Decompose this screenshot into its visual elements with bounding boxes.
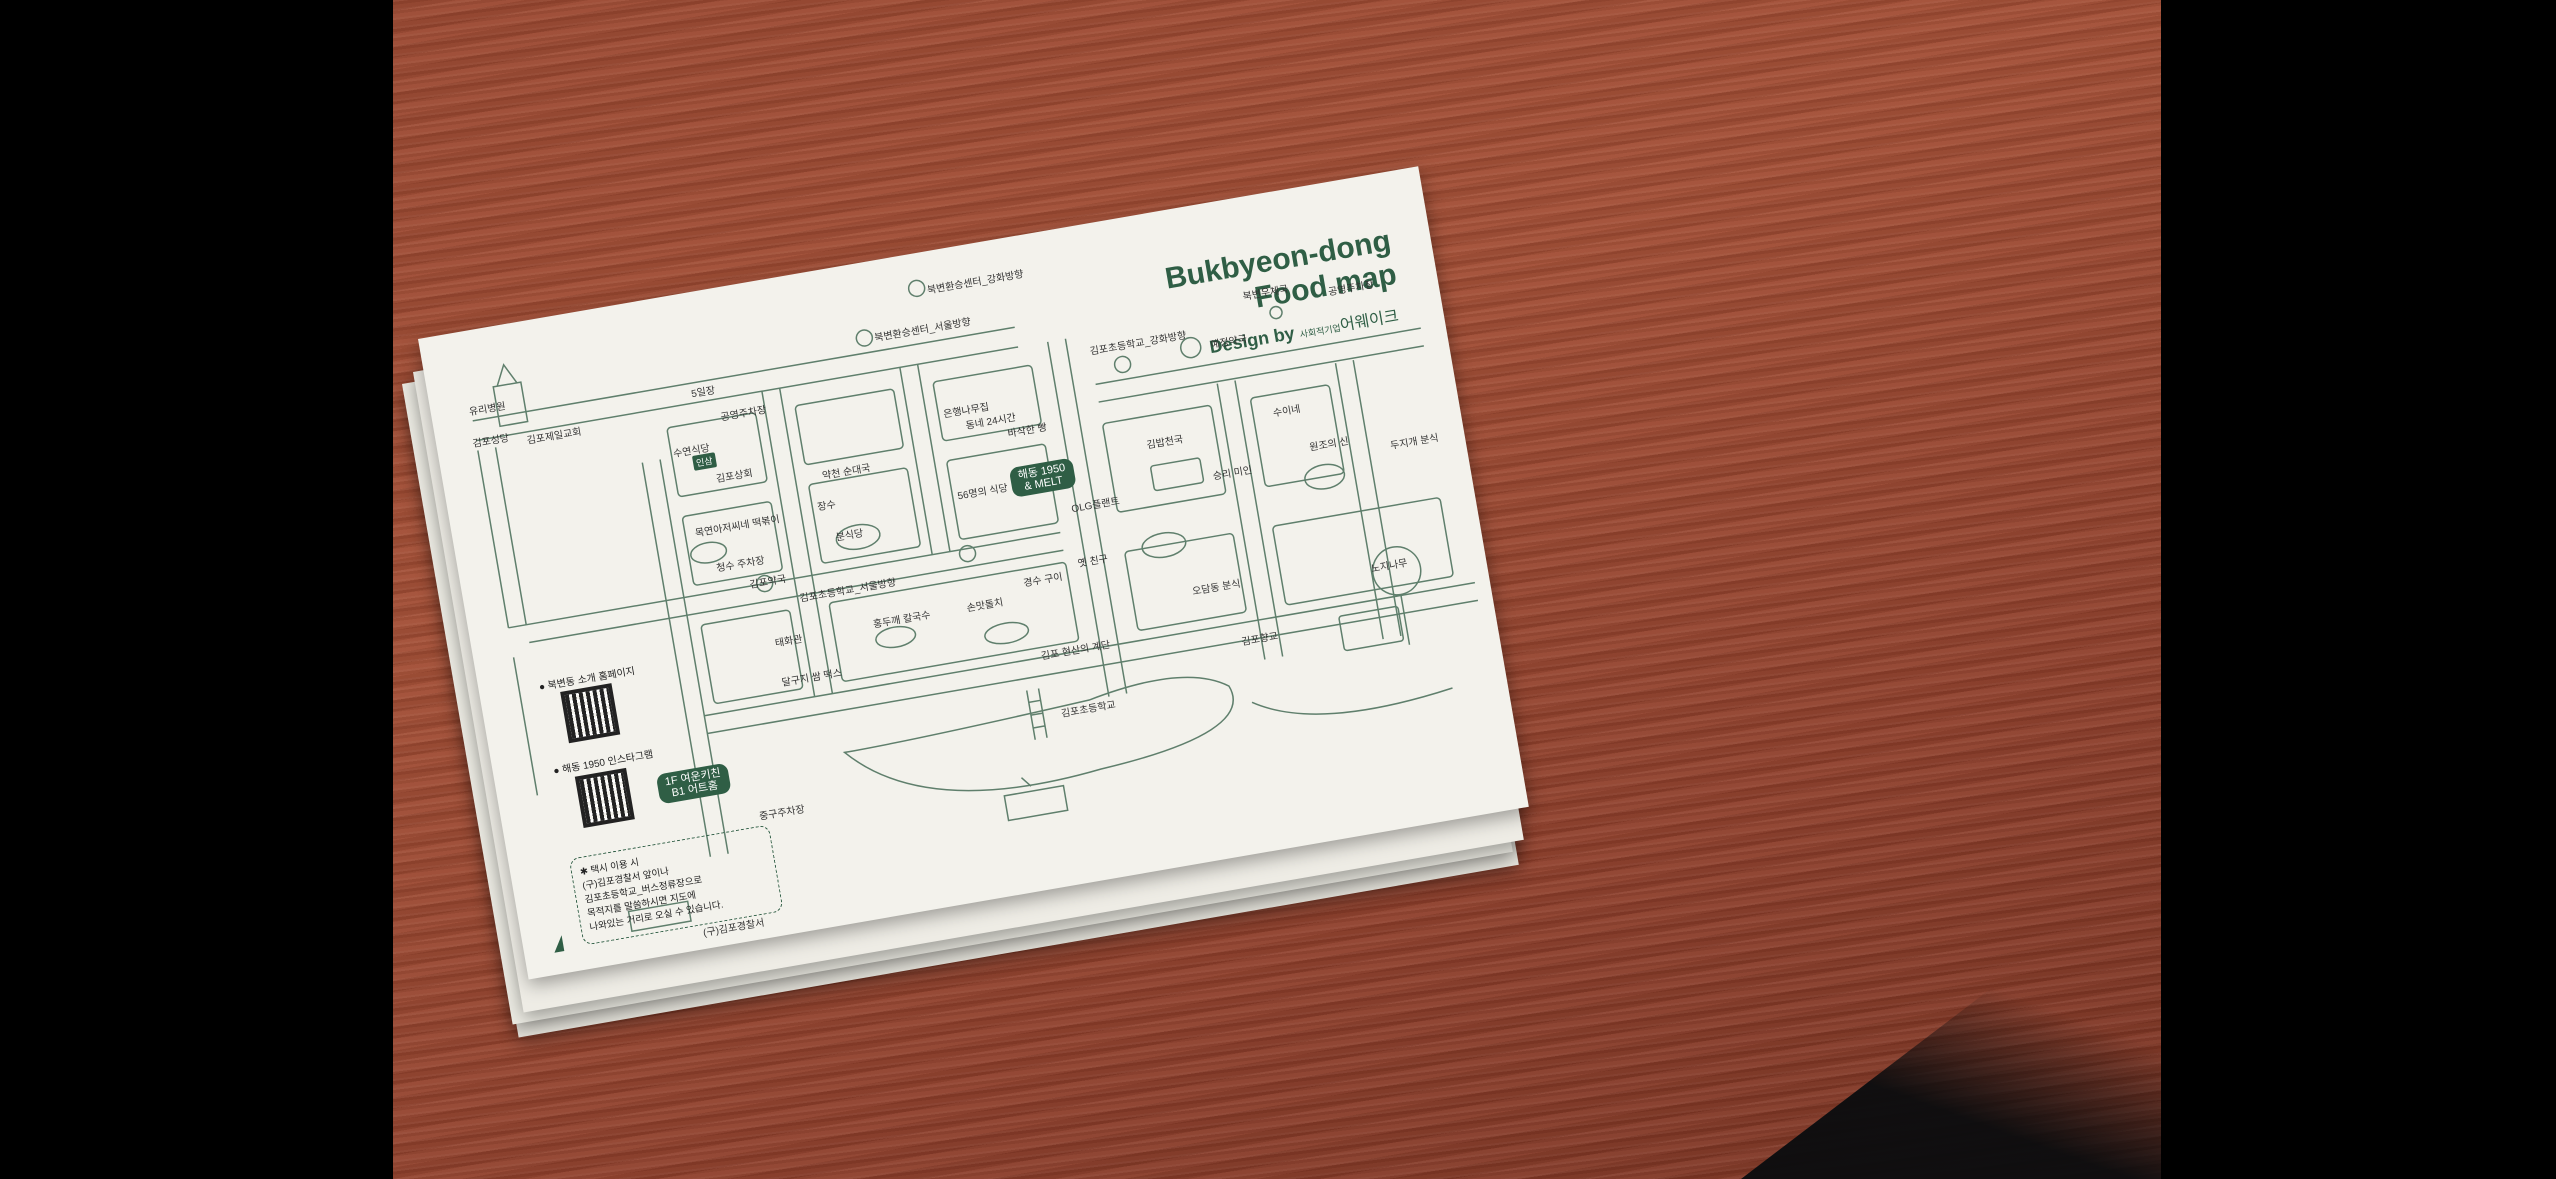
qr-code-instagram[interactable] bbox=[574, 767, 635, 828]
qr-code-homepage[interactable] bbox=[560, 683, 621, 744]
label-jangsu: 장수 bbox=[816, 499, 837, 514]
table-edge-shadow bbox=[1741, 859, 2161, 1179]
food-map-sheet: Bukbyeon-dong Food map Design by 사회적기업어웨… bbox=[418, 166, 1529, 980]
letterbox-right bbox=[2161, 0, 2556, 1179]
letterbox-left bbox=[0, 0, 393, 1179]
